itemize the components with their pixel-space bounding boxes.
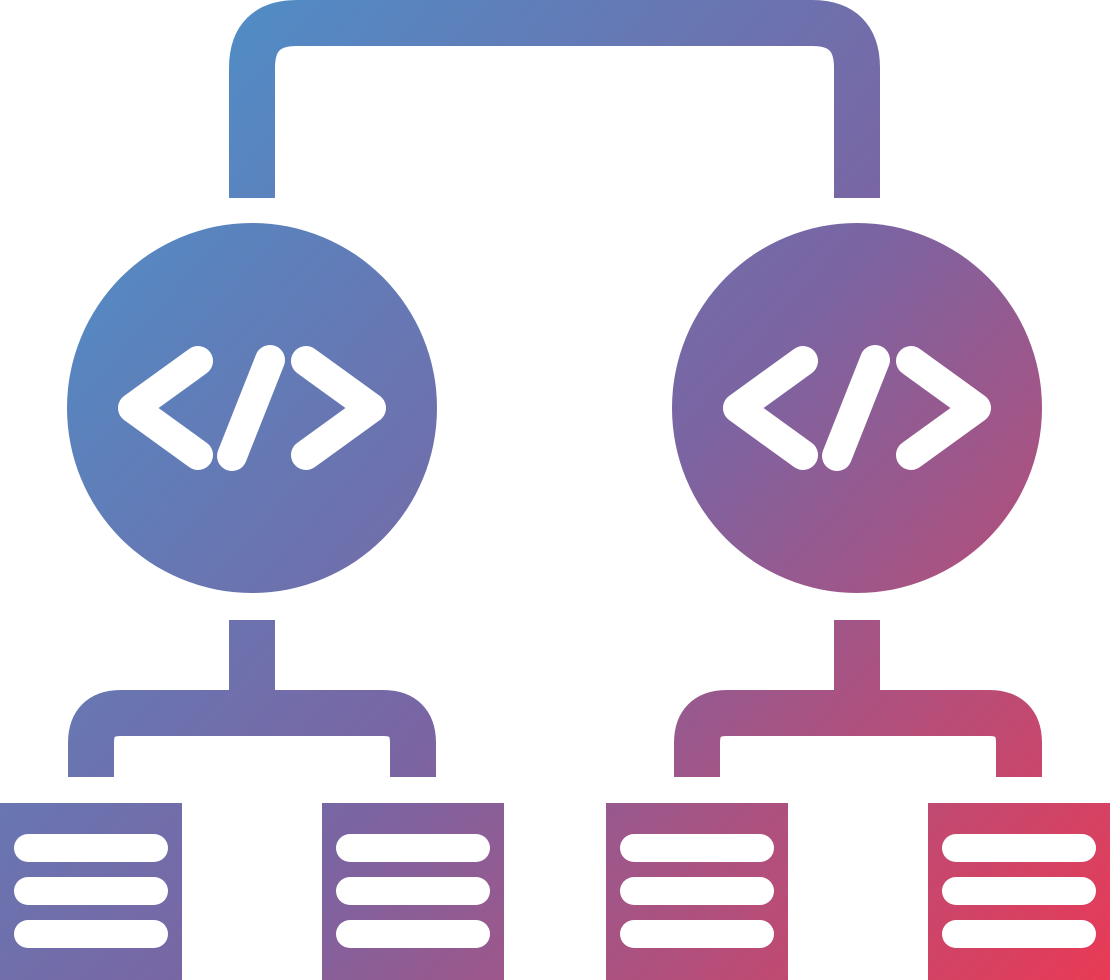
document-2	[322, 803, 504, 980]
list-document-icon	[14, 834, 168, 948]
list-document-icon	[620, 834, 774, 948]
code-node-right	[672, 223, 1042, 593]
code-node-left	[67, 223, 437, 593]
document-3	[606, 803, 788, 980]
document-4	[928, 803, 1110, 980]
list-document-icon	[336, 834, 490, 948]
left-branch-connector	[68, 620, 436, 777]
top-connector	[229, 0, 880, 198]
document-1	[0, 803, 182, 980]
code-icon	[118, 345, 386, 471]
list-document-icon	[942, 834, 1096, 948]
code-icon	[723, 345, 991, 471]
right-branch-connector	[674, 620, 1042, 777]
